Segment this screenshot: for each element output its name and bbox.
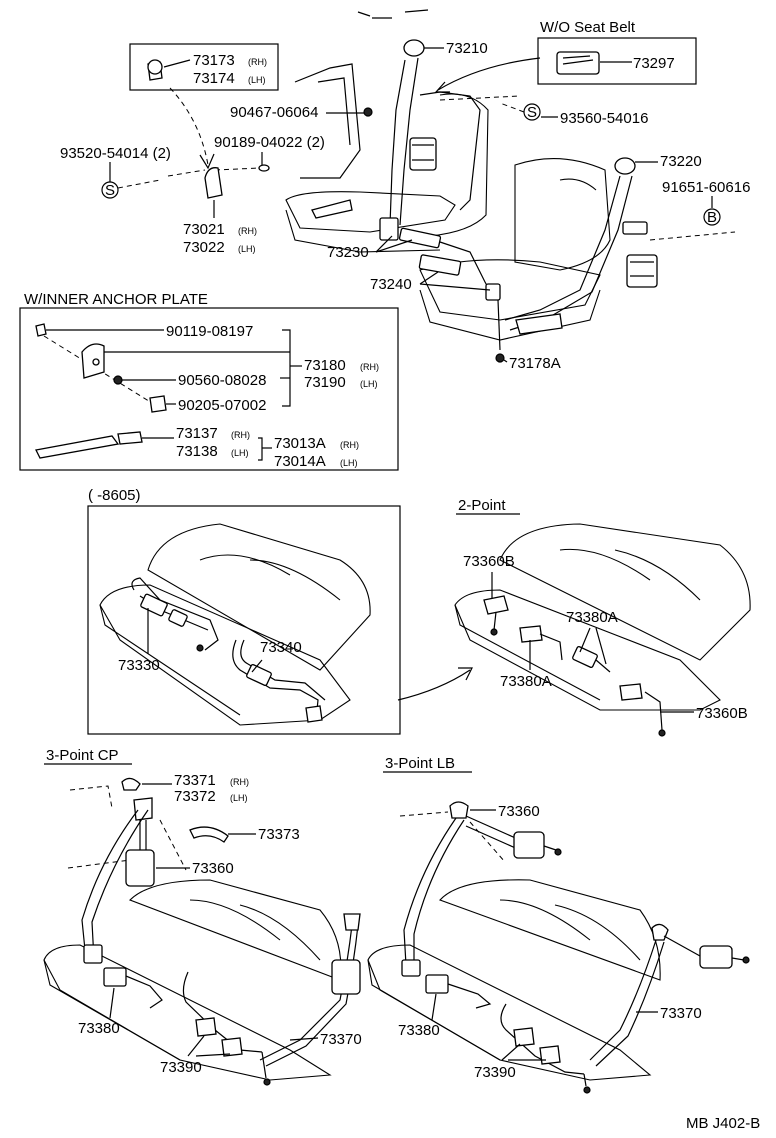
svg-text:S: S bbox=[527, 104, 537, 121]
label-91651: 91651-60616 bbox=[662, 179, 750, 196]
svg-text:S: S bbox=[105, 182, 115, 199]
inner-anchor-heading: W/INNER ANCHOR PLATE bbox=[24, 291, 208, 308]
label-73380A-top: 73380A bbox=[566, 609, 618, 626]
retractor-lb bbox=[513, 831, 545, 859]
s-marker-right: S bbox=[523, 103, 541, 121]
label-73021: 73021 bbox=[183, 221, 225, 238]
svg-text:73297: 73297 bbox=[633, 55, 675, 72]
svg-text:(RH): (RH) bbox=[230, 777, 249, 787]
svg-text:(RH): (RH) bbox=[231, 430, 250, 440]
label-73330: 73330 bbox=[118, 657, 160, 674]
label-73013A: 73013A bbox=[274, 435, 326, 452]
svg-text:73174: 73174 bbox=[193, 70, 235, 87]
svg-text:(RH): (RH) bbox=[340, 440, 359, 450]
label-73180: 73180 bbox=[304, 357, 346, 374]
svg-text:(LH): (LH) bbox=[231, 448, 249, 458]
shoulder-anchor bbox=[403, 39, 425, 57]
label-90467: 90467-06064 bbox=[230, 104, 318, 121]
three-point-lb-heading: 3-Point LB bbox=[385, 755, 455, 772]
svg-text:(LH): (LH) bbox=[248, 75, 266, 85]
svg-text:(RH): (RH) bbox=[238, 226, 257, 236]
label-90560: 90560-08028 bbox=[178, 372, 266, 389]
label-73137: 73137 bbox=[176, 425, 218, 442]
s-marker-left: S bbox=[101, 181, 119, 199]
label-73014A: 73014A bbox=[274, 453, 326, 470]
label-73230: 73230 bbox=[327, 244, 369, 261]
label-73372: 73372 bbox=[174, 788, 216, 805]
label-lb-73360: 73360 bbox=[498, 803, 540, 820]
b-marker: B bbox=[703, 208, 721, 226]
range-heading: ( -8605) bbox=[88, 487, 141, 504]
label-73380A-bottom: 73380A bbox=[500, 673, 552, 690]
label-73220: 73220 bbox=[660, 153, 702, 170]
label-90205: 90205-07002 bbox=[178, 397, 266, 414]
label-93560: 93560-54016 bbox=[560, 110, 648, 127]
rear-seat-8605-section: ( -8605) 73330 73340 bbox=[87, 487, 401, 735]
arrow-to-2-point bbox=[397, 669, 471, 701]
svg-text:(RH): (RH) bbox=[360, 362, 379, 372]
label-73022: 73022 bbox=[183, 239, 225, 256]
svg-text:(LH): (LH) bbox=[230, 793, 248, 803]
label-73340: 73340 bbox=[260, 639, 302, 656]
svg-text:(LH): (LH) bbox=[360, 379, 378, 389]
label-cp-73390: 73390 bbox=[160, 1059, 202, 1076]
label-73240: 73240 bbox=[370, 276, 412, 293]
label-73360B-top: 73360B bbox=[463, 553, 515, 570]
label-lb-73370: 73370 bbox=[660, 1005, 702, 1022]
cover-73297 bbox=[556, 51, 600, 75]
front-retractor bbox=[409, 137, 437, 171]
label-93520: 93520-54014 (2) bbox=[60, 145, 171, 162]
label-90119: 90119-08197 bbox=[166, 323, 253, 340]
label-73360B-right: 73360B bbox=[696, 705, 748, 722]
label-73190: 73190 bbox=[304, 374, 346, 391]
svg-text:(LH): (LH) bbox=[238, 244, 256, 254]
label-90189: 90189-04022 (2) bbox=[214, 134, 325, 151]
svg-text:B: B bbox=[707, 209, 717, 226]
two-point-heading: 2-Point bbox=[458, 497, 506, 514]
three-point-cp-section: 3-Point CP 73371 (RH) bbox=[43, 747, 362, 1086]
label-lb-73380: 73380 bbox=[398, 1022, 440, 1039]
label-73138: 73138 bbox=[176, 443, 218, 460]
wo-seat-belt-box: W/O Seat Belt 73297 bbox=[537, 19, 697, 85]
svg-text:73173: 73173 bbox=[193, 52, 235, 69]
label-73371: 73371 bbox=[174, 772, 216, 789]
label-cp-73370: 73370 bbox=[320, 1031, 362, 1048]
callout-73173-box: 73173 (RH) 73174 (LH) bbox=[129, 43, 279, 91]
three-point-cp-heading: 3-Point CP bbox=[46, 747, 119, 764]
label-cp-73360: 73360 bbox=[192, 860, 234, 877]
three-point-lb-section: 3-Point LB 73360 bbox=[367, 755, 750, 1094]
label-lb-73390: 73390 bbox=[474, 1064, 516, 1081]
wo-seat-belt-heading: W/O Seat Belt bbox=[540, 19, 636, 36]
label-73373: 73373 bbox=[258, 826, 300, 843]
inner-anchor-plate-section: W/INNER ANCHOR PLATE 90119-08197 73180 (… bbox=[19, 291, 399, 471]
svg-text:(RH): (RH) bbox=[248, 57, 267, 67]
svg-text:(LH): (LH) bbox=[340, 458, 358, 468]
label-73178A: 73178A bbox=[509, 355, 561, 372]
label-73210: 73210 bbox=[446, 40, 488, 57]
two-point-section: 2-Point 73360B 73380A 73380A 73360B bbox=[454, 497, 751, 737]
front-seat-assembly bbox=[147, 9, 736, 363]
retractor-cp bbox=[125, 849, 155, 887]
label-cp-73380: 73380 bbox=[78, 1020, 120, 1037]
diagram-code: MB J402-B bbox=[686, 1115, 760, 1132]
